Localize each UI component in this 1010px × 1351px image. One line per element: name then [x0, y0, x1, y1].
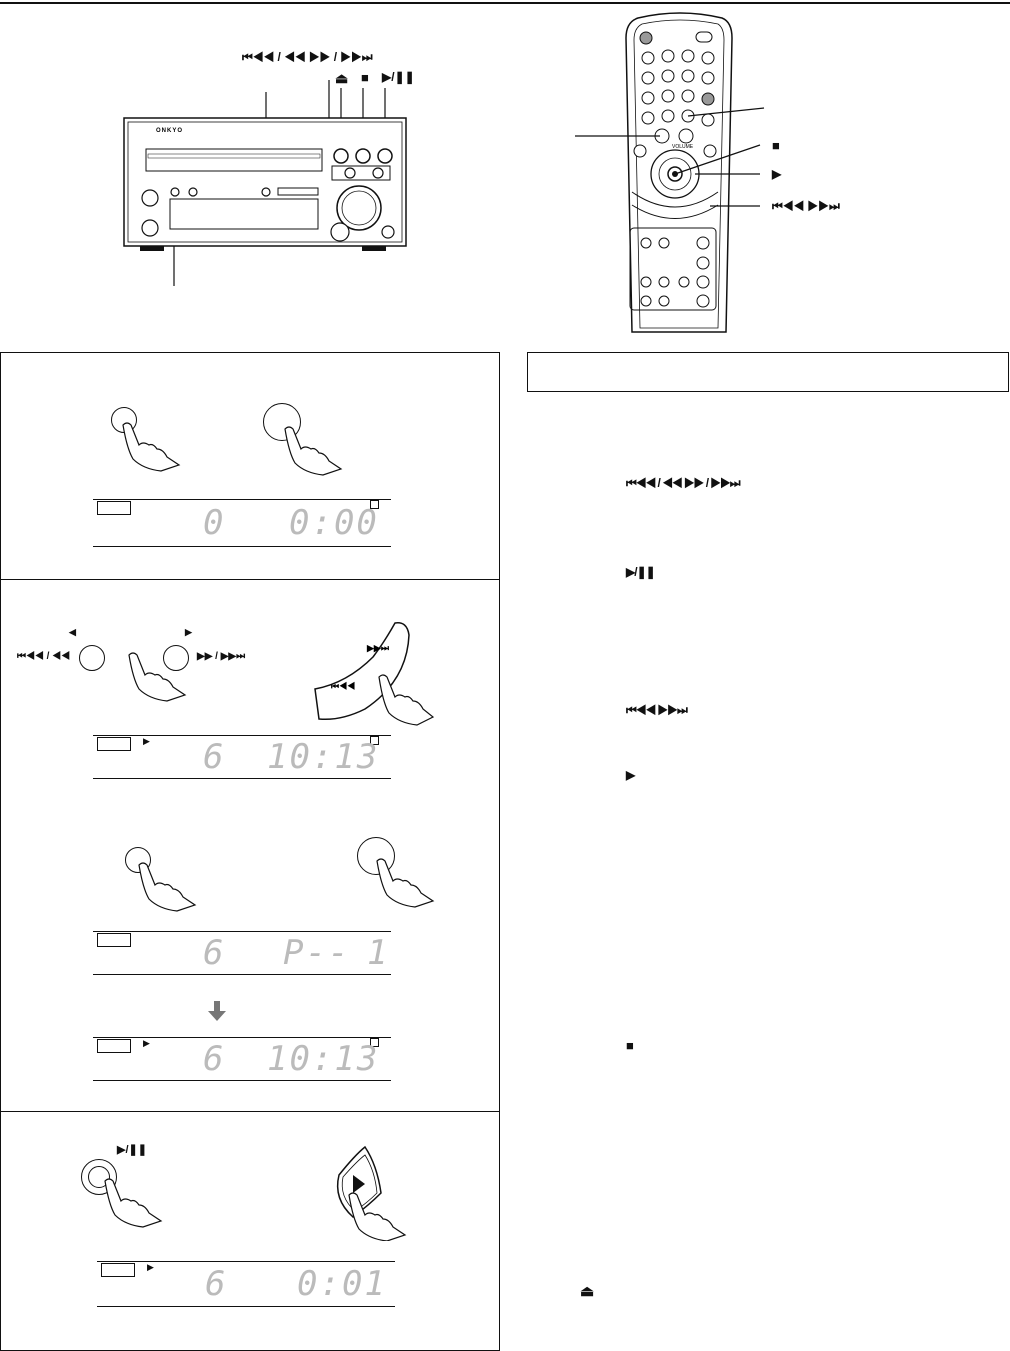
front-panel-illustration: ONKYO: [123, 80, 407, 286]
lcd-track: 6: [203, 1039, 226, 1079]
skip-back-button: [79, 645, 105, 671]
brand-logo: ONKYO: [156, 128, 183, 134]
section-title-box: [527, 352, 1009, 392]
inline-skip-symbols: ⏮◀◀ / ◀◀ ▶▶ / ▶▶⏭: [626, 476, 741, 490]
step3-lcd: ▶ 6 0:01: [97, 1261, 395, 1307]
step2-left-label: ⏮◀◀ / ◀◀: [17, 651, 71, 662]
hand-icon: [122, 422, 181, 472]
lcd-step: 1: [367, 933, 390, 973]
lcd-track: 6: [203, 737, 226, 777]
step2-button-small: [125, 847, 151, 873]
hand-icon: [376, 858, 435, 908]
lcd-program: P--: [283, 933, 351, 973]
remote-play-callout: ▶: [772, 167, 782, 181]
step3-play-pause-label: ▶/❚❚: [117, 1144, 147, 1156]
top-rule: [0, 2, 1010, 4]
lcd-time: 10:13: [267, 737, 380, 777]
inline-stop-symbol: ■: [626, 1038, 634, 1053]
inline-eject-symbol: ⏏: [580, 1283, 594, 1300]
svg-text:⏮◀◀: ⏮◀◀: [331, 681, 355, 691]
remote-play-key-illustration: [336, 1145, 407, 1241]
step1-lcd: 0 0:00: [93, 499, 391, 547]
lcd-time: 0:01: [297, 1264, 387, 1304]
hand-icon: [104, 1178, 163, 1228]
lcd-track: 6: [205, 1264, 228, 1304]
instruction-panel: 0 0:00 ◀ ▶ ⏮◀◀ / ◀◀ ▶▶ / ▶▶⏭ ▶▶⏭ ⏮◀◀ ▶ 6…: [0, 352, 500, 1351]
play-pause-label: ▶/❚❚: [382, 70, 415, 84]
remote-skip-key-illustration: ▶▶⏭ ⏮◀◀: [314, 622, 435, 726]
down-arrow-icon: [208, 1001, 226, 1021]
hand-icon: [138, 862, 197, 912]
step2-lcd-2: 6 P-- 1: [93, 931, 391, 975]
lcd-track: 6: [203, 933, 226, 973]
inline-play-symbol: ▶: [626, 768, 635, 782]
remote-volume-label: VOLUME: [672, 144, 694, 150]
step3-play-pause-button: [81, 1159, 117, 1195]
hand-icon: [128, 652, 187, 702]
lcd-time: 10:13: [267, 1039, 380, 1079]
step2-left-small: ◀: [69, 627, 76, 637]
step2-lcd-3: ▶ 6 10:13: [93, 1037, 391, 1081]
remote-skip-callout: ⏮◀◀ ▶▶⏭: [772, 199, 840, 213]
inline-play-pause-symbol: ▶/❚❚: [626, 565, 656, 579]
step2-right-small: ▶: [185, 627, 192, 637]
step1-button-large: [263, 403, 301, 441]
step2-button-large: [357, 837, 395, 875]
hand-icon: [284, 426, 343, 476]
lcd-time: 0:00: [289, 503, 379, 543]
remote-stop-callout: ■: [772, 138, 780, 153]
eject-label: ⏏: [335, 70, 349, 86]
step2-right-label: ▶▶ / ▶▶⏭: [197, 651, 246, 662]
step2-lcd-1: ▶ 6 10:13: [93, 735, 391, 779]
inline-remote-skip-symbols: ⏮◀◀ ▶▶⏭: [626, 703, 688, 717]
stop-label: ■: [361, 70, 369, 85]
skip-forward-button: [163, 645, 189, 671]
remote-control-illustration: VOLUME: [575, 12, 765, 333]
svg-text:▶▶⏭: ▶▶⏭: [366, 643, 390, 653]
step3-play-pause-inner: [88, 1166, 110, 1188]
skip-buttons-label: ⏮◀◀ / ◀◀ ▶▶ / ▶▶⏭: [242, 50, 373, 64]
lcd-track: 0: [203, 503, 226, 543]
